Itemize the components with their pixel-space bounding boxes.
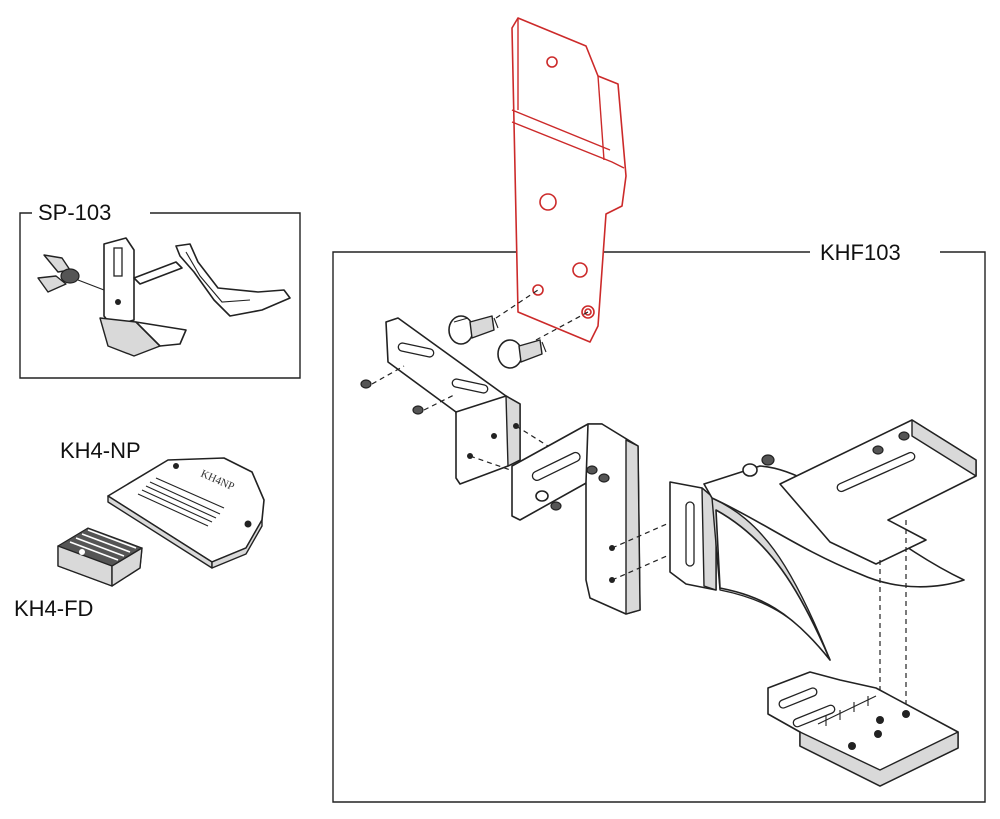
scale-arm xyxy=(779,419,977,565)
scale-ticks xyxy=(817,695,877,726)
khf103-frame xyxy=(332,251,986,803)
kh4np-group: KH4-NP KH4NP xyxy=(60,438,265,569)
sp103-frame xyxy=(19,212,301,379)
screw-b xyxy=(412,393,457,415)
l-bracket-2 xyxy=(511,423,641,615)
presser-foot-drawing xyxy=(37,237,291,357)
needle-plate-drawing: KH4NP xyxy=(107,457,265,569)
thumb-screw-2 xyxy=(497,339,547,369)
base-plate xyxy=(767,671,959,787)
screw-d xyxy=(586,465,610,483)
kh4fd-label: KH4-FD xyxy=(14,596,93,621)
sp103-label: SP-103 xyxy=(38,200,111,225)
kh4fd-group: KH4-FD xyxy=(14,527,143,621)
thumb-screw-1 xyxy=(448,315,499,345)
sp103-group: SP-103 xyxy=(19,200,301,379)
screw-a xyxy=(360,365,405,389)
feed-slots xyxy=(137,477,225,527)
kh4np-label: KH4-NP xyxy=(60,438,141,463)
khf103-label: KHF103 xyxy=(820,240,901,265)
upright-plate xyxy=(669,481,717,591)
screw-e xyxy=(742,454,775,477)
screw-c xyxy=(535,490,562,511)
l-bracket-1 xyxy=(385,317,521,485)
feed-dog-drawing xyxy=(57,527,143,587)
highlighted-bracket xyxy=(511,17,627,343)
khf103-group: KHF103 xyxy=(332,240,986,803)
